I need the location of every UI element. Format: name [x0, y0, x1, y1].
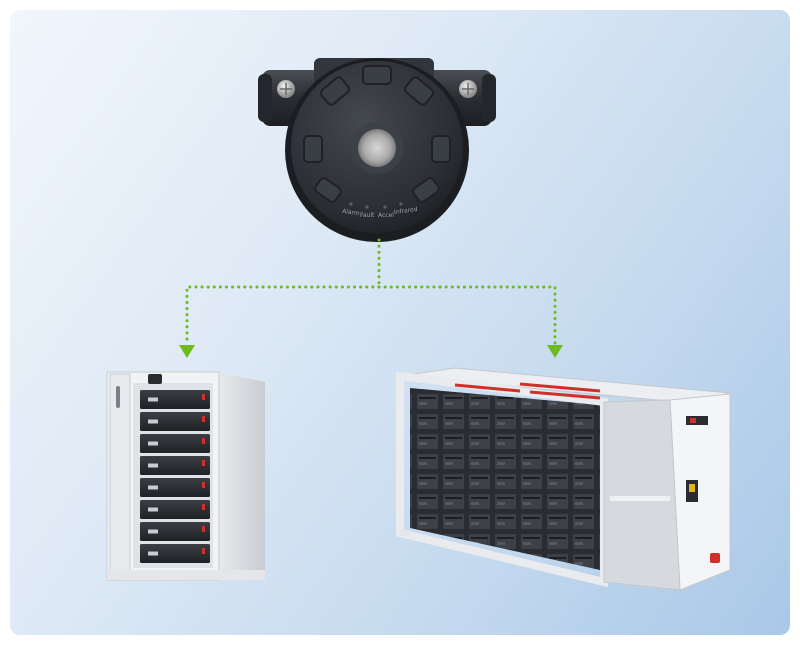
battery-module [140, 412, 210, 431]
battery-module [140, 522, 210, 541]
connector [185, 238, 557, 346]
red-busbars [454, 382, 601, 400]
container-rack-area [410, 388, 600, 570]
led-label-alarm: Alarm [342, 208, 361, 217]
connector-branch-right [377, 285, 557, 346]
battery-module [140, 456, 210, 475]
battery-module [140, 390, 210, 409]
battery-module [140, 500, 210, 519]
battery-module [140, 544, 210, 563]
led-label-accel: Accel [378, 212, 394, 219]
arrow-down-icon [547, 345, 563, 358]
battery-module [140, 478, 210, 497]
container-alarm-beacon [710, 553, 720, 563]
container-top [399, 367, 731, 404]
battery-module [140, 434, 210, 453]
detector-pipe-cap-left [258, 74, 272, 122]
led-label-fault: Fault [360, 212, 375, 219]
led-label-infrared: Infrared [394, 206, 419, 216]
detector-pipe-cap-right [482, 74, 496, 122]
container-ess [396, 367, 731, 591]
battery-cabinet [106, 371, 265, 581]
battery-modules [140, 390, 210, 563]
sensor-mesh [358, 129, 396, 167]
cabinet-top-controller [148, 374, 162, 384]
container-base [400, 530, 410, 536]
arrow-down-icon [179, 345, 195, 358]
container-emergency-switch [686, 416, 708, 425]
door-handle [116, 386, 120, 408]
container-door-opening [603, 399, 681, 591]
indicator-leds [349, 202, 403, 209]
detector: Alarm Fault Accel Infrared [258, 58, 496, 242]
container-shelf [610, 496, 670, 501]
cabinet-side [216, 372, 265, 580]
connector-branch-left [185, 285, 381, 346]
cabinet-base [107, 570, 265, 580]
